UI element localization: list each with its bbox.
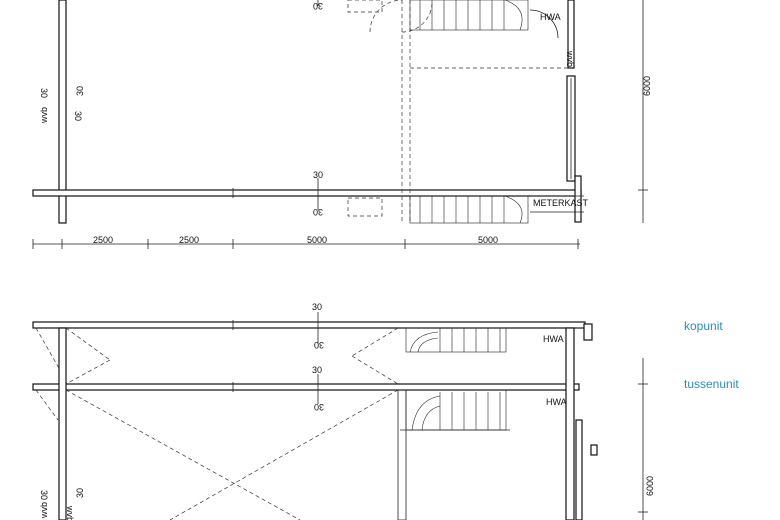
label-wvb: 30 bbox=[73, 111, 83, 121]
label-30: 30 bbox=[313, 170, 323, 180]
bottom-window-frame bbox=[575, 419, 583, 520]
door-swing-2 bbox=[401, 3, 433, 33]
top-right-wall-lower bbox=[574, 175, 582, 223]
label-30: 30 bbox=[313, 1, 323, 11]
bottom-stair-lower bbox=[405, 389, 507, 431]
bottom-corner-post bbox=[583, 323, 593, 341]
label-hwa: HWA bbox=[543, 334, 564, 344]
dimension-6000: 6000 bbox=[642, 76, 652, 96]
legend-kopunit: kopunit bbox=[684, 319, 723, 333]
top-right-wall-upper bbox=[567, 0, 575, 69]
door-swing-3 bbox=[529, 9, 559, 39]
appliance-box-2 bbox=[347, 197, 383, 217]
label-wvb: wvb bbox=[39, 107, 49, 124]
dimension-6000: 6000 bbox=[645, 476, 655, 496]
legend-tussenunit: tussenunit bbox=[684, 377, 739, 391]
label-30: 30 bbox=[313, 207, 323, 217]
bottom-left-wall bbox=[58, 327, 67, 520]
label-30-side: 30 bbox=[39, 490, 49, 500]
label-hwa: HWA bbox=[540, 12, 561, 22]
label-wvb: wvb bbox=[39, 502, 49, 519]
door-swing bbox=[369, 0, 403, 33]
bottom-stair-upper bbox=[405, 327, 507, 353]
void-diagonal-5 bbox=[65, 359, 111, 385]
void-diagonal-7 bbox=[351, 355, 399, 385]
label-30-side: 30 bbox=[39, 88, 49, 98]
dimension-label: 5000 bbox=[307, 235, 327, 245]
void-diagonal-2 bbox=[169, 389, 399, 520]
bottom-top-beam bbox=[32, 321, 586, 329]
void-diagonal-8 bbox=[35, 389, 59, 421]
stair-upper bbox=[409, 0, 529, 31]
label-hwa: HWA bbox=[546, 397, 567, 407]
label-30: 30 bbox=[314, 402, 324, 412]
stair-lower bbox=[409, 195, 529, 224]
top-left-wall bbox=[58, 0, 67, 224]
void-diagonal-3 bbox=[35, 327, 61, 371]
void-diagonal-6 bbox=[351, 327, 399, 357]
void-diagonal bbox=[65, 389, 301, 520]
label-wvb: wvb bbox=[65, 505, 75, 520]
stair-wall bbox=[397, 389, 407, 520]
top-floor-beam bbox=[32, 189, 582, 197]
bottom-middle-beam bbox=[32, 383, 580, 391]
bottom-right-wall bbox=[565, 327, 575, 520]
void-diagonal-4 bbox=[65, 327, 111, 361]
label-30-side: 30 bbox=[75, 488, 85, 498]
label-30: 30 bbox=[314, 340, 324, 350]
label-30-side: 30 bbox=[75, 86, 85, 96]
legend: kopunit tussenunit bbox=[684, 319, 739, 391]
bottom-floor-plan: 30 30 30 30 30 30 wvb wvb HWA HWA 6000 bbox=[32, 302, 655, 520]
label-wvb-wall: wvb bbox=[565, 50, 575, 67]
dimension-label: 5000 bbox=[478, 235, 498, 245]
dimension-label: 2500 bbox=[93, 235, 113, 245]
label-30: 30 bbox=[312, 302, 322, 312]
top-floor-plan: 30 30 30 30 30 wvb 30 HWA wvb METERKAST … bbox=[32, 0, 652, 249]
dimension-label: 2500 bbox=[179, 235, 199, 245]
appliance-box bbox=[347, 0, 383, 13]
label-30: 30 bbox=[312, 365, 322, 375]
bottom-wall-stub bbox=[590, 444, 598, 456]
label-meterkast: METERKAST bbox=[533, 198, 589, 208]
